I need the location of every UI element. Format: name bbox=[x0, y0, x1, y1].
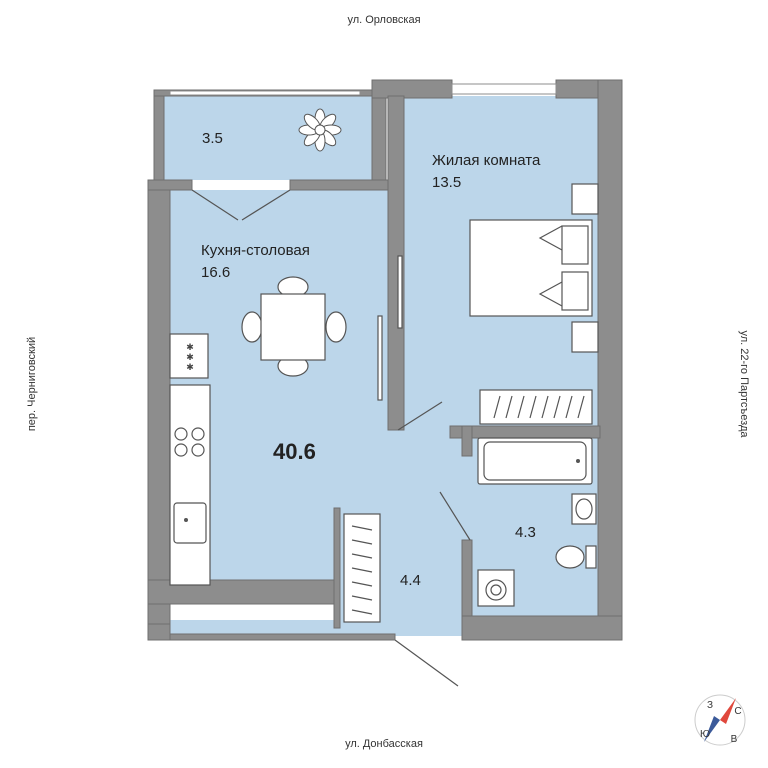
bed bbox=[469, 183, 599, 353]
compass-east-label: В bbox=[731, 734, 738, 745]
compass-needle-south bbox=[704, 716, 720, 742]
compass-needle-north bbox=[720, 698, 736, 724]
burner bbox=[191, 427, 205, 441]
toilet bbox=[555, 545, 597, 569]
partition-bathroom-left bbox=[461, 425, 473, 457]
kitchen-counter: ✱ ✱ ✱ bbox=[169, 333, 211, 586]
pillow bbox=[561, 271, 589, 311]
compass-west-label: З bbox=[707, 700, 713, 711]
door-living bbox=[397, 401, 443, 431]
kitchen-sink bbox=[173, 502, 207, 544]
outer-wall-right bbox=[597, 79, 623, 641]
pillow bbox=[561, 225, 589, 265]
chair-right bbox=[325, 311, 347, 343]
living-room-area: 13.5 bbox=[432, 174, 462, 191]
wall-hall-niche bbox=[333, 507, 341, 629]
windows bbox=[169, 83, 557, 96]
kitchen-name: Кухня-столовая bbox=[201, 242, 310, 259]
wall-balcony-kitchen-left bbox=[147, 179, 193, 191]
door-balcony-right bbox=[241, 189, 291, 221]
bathtub bbox=[477, 437, 593, 485]
wall-balcony-kitchen-right bbox=[289, 179, 391, 191]
table-top bbox=[260, 293, 326, 361]
chair-left bbox=[241, 311, 263, 343]
radiator-living bbox=[479, 389, 593, 425]
doors bbox=[191, 189, 471, 687]
plant bbox=[298, 108, 342, 152]
kitchen-area: 16.6 bbox=[201, 264, 231, 281]
door-balcony-left bbox=[191, 189, 239, 221]
balcony-floor bbox=[162, 96, 374, 180]
burner bbox=[174, 443, 188, 457]
outer-wall-left bbox=[147, 179, 171, 641]
street-bottom-label: ул. Донбасская bbox=[345, 738, 423, 750]
window-living bbox=[451, 83, 557, 95]
nightstand bbox=[571, 321, 599, 353]
wall-bottom-right bbox=[461, 615, 623, 641]
window-balcony bbox=[169, 90, 361, 96]
svg-text:✱: ✱ bbox=[186, 342, 194, 352]
wall-entry-left bbox=[147, 623, 171, 641]
partition-bathroom-lower bbox=[461, 539, 473, 621]
living-wall-top-left bbox=[371, 79, 453, 99]
counter bbox=[169, 384, 211, 586]
sliding-door-upper bbox=[397, 255, 403, 329]
balcony-wall-left bbox=[153, 89, 165, 183]
compass: З С Ю В bbox=[694, 694, 746, 746]
burner bbox=[191, 443, 205, 457]
hall-area: 4.4 bbox=[400, 572, 421, 589]
washing-machine bbox=[477, 569, 515, 607]
compass-south-label: Ю bbox=[700, 729, 710, 740]
street-top-label: ул. Орловская bbox=[347, 14, 421, 26]
balcony-area: 3.5 bbox=[202, 130, 223, 147]
washbasin bbox=[571, 493, 597, 525]
door-entry bbox=[394, 639, 459, 687]
nightstand bbox=[571, 183, 599, 215]
svg-text:✱: ✱ bbox=[186, 352, 194, 362]
total-area: 40.6 bbox=[273, 439, 316, 464]
bathroom-area: 4.3 bbox=[515, 524, 536, 541]
sliding-door-lower bbox=[377, 315, 383, 401]
street-right-label: ул. 22-го Партсъезда bbox=[738, 330, 750, 438]
burner bbox=[174, 427, 188, 441]
radiator-hall bbox=[343, 513, 381, 623]
compass-north-label: С bbox=[734, 706, 741, 717]
street-left-label: пер. Черниговский bbox=[26, 336, 38, 432]
partition-living-kitchen bbox=[387, 95, 405, 431]
fridge bbox=[169, 333, 209, 379]
svg-text:✱: ✱ bbox=[186, 362, 194, 372]
dining-table bbox=[241, 276, 347, 377]
corridor-floor bbox=[390, 426, 470, 636]
living-room-name: Жилая комната bbox=[432, 152, 541, 169]
door-bathroom bbox=[439, 491, 471, 541]
wall-entry-bottom bbox=[169, 633, 396, 641]
